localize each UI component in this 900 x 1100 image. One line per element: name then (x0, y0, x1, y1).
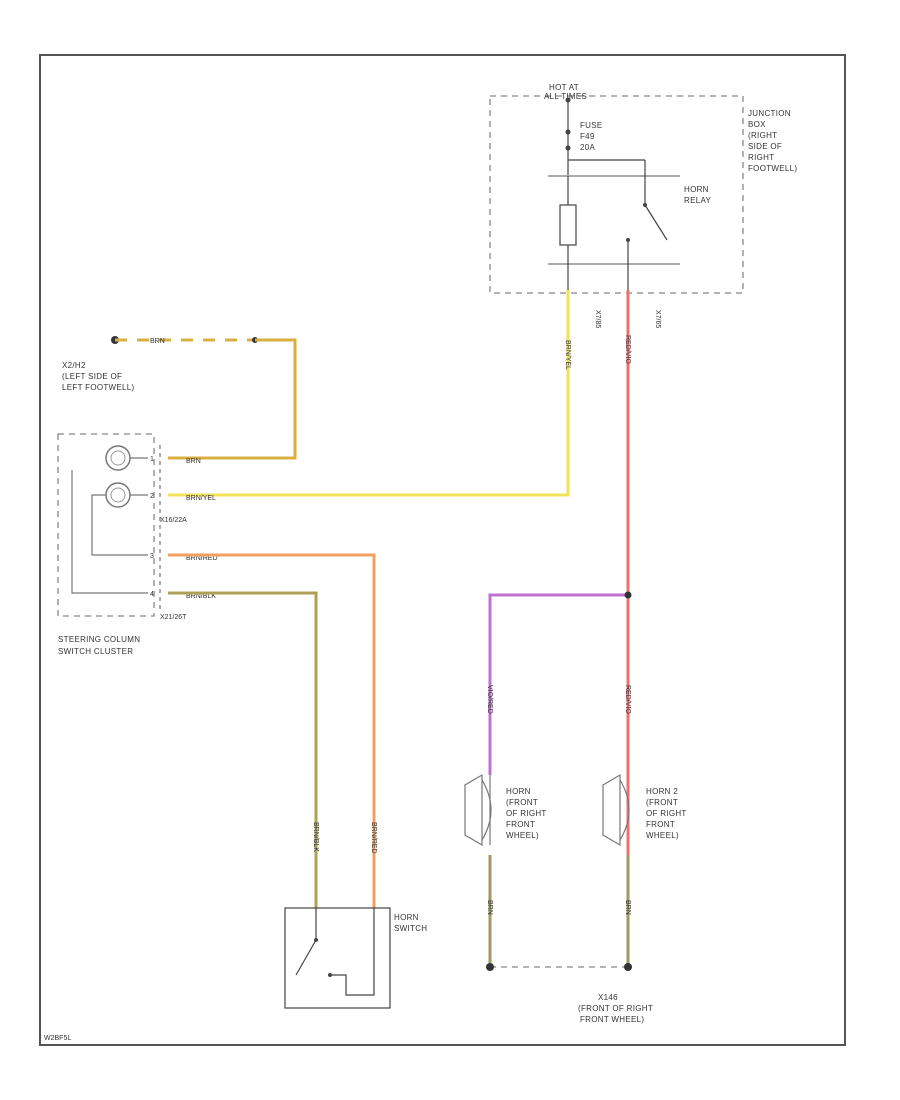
hot-at-all-times-label: HOT AT ALL TIMES (544, 83, 587, 101)
relay-yellow-wire: BRN/YEL (168, 290, 571, 497)
fuse-label: FUSE F49 20A (580, 121, 605, 152)
horn-2-icon (602, 773, 621, 847)
connector-upper-label: X16/22A (160, 517, 187, 524)
cluster-contact-1 (105, 445, 131, 471)
horn-1: HORN (FRONT OF RIGHT FRONT WHEEL) (464, 773, 549, 847)
horn-switch-wire-left-label: BRN/BLK (312, 822, 319, 852)
wire-violet-label: VIO/RED (486, 685, 493, 714)
wire-ground-1-label: BRN (486, 900, 493, 915)
horn-switch-wire-right-label: BRN/RED (370, 822, 377, 854)
ground-x2h2: BRN X2/H2 (LEFT SIDE OF LEFT FOOTWELL) (62, 336, 297, 460)
wire-brn-top-label: BRN (150, 338, 165, 345)
horn-1-label: HORN (FRONT OF RIGHT FRONT WHEEL) (506, 787, 549, 840)
steering-column-switch-cluster: 1 2 3 4 X16/22A X21/26T BRN BRN/YEL BRN/… (57, 433, 218, 656)
switch-cluster-outline (57, 433, 155, 617)
connector-lower-label: X21/26T (160, 614, 187, 621)
ground-point-horn-1 (486, 963, 494, 971)
cluster-wire-brn-red-label: BRN/RED (186, 555, 218, 562)
relay-pin-right-label: X7/65 (654, 310, 661, 328)
junction-box-label: JUNCTION BOX (RIGHT SIDE OF RIGHT FOOTWE… (748, 109, 797, 173)
relay-red-wire: RED/VIO (624, 290, 631, 965)
ground-point-horn-2 (624, 963, 632, 971)
horn-2-label: HORN 2 (FRONT OF RIGHT FRONT WHEEL) (646, 787, 689, 840)
pin-4-label: 4 (150, 591, 154, 598)
ground-right-label: X146 (FRONT OF RIGHT FRONT WHEEL) (578, 993, 655, 1024)
horn-switch-label: HORN SWITCH (394, 913, 427, 933)
relay-pin-left-label: X7/85 (594, 310, 601, 328)
wire-ground-2-label: BRN (624, 900, 631, 915)
horn-circuit: VIO/RED RED/VIO HORN (FRONT OF RIGHT FRO… (464, 591, 689, 971)
cluster-wire-brn-label: BRN (186, 458, 201, 465)
fuse-f49: FUSE F49 20A (565, 97, 605, 175)
wire-olive (168, 591, 318, 908)
diagram-frame (39, 54, 846, 1046)
junction-box-outline (489, 95, 744, 294)
pin-2-label: 2 (150, 493, 154, 500)
cluster-wire-brn-yel-label: BRN/YEL (186, 495, 216, 502)
horn-relay: HORN RELAY (548, 159, 712, 290)
wire-red-lower-label: RED/VIO (624, 685, 631, 714)
figure-code: W2BF5L (44, 1035, 71, 1042)
cluster-wire-brn-blk-label: BRN/BLK (186, 593, 216, 600)
wire-yellow (168, 290, 570, 497)
wire-yellow-label: BRN/YEL (564, 340, 571, 370)
horn-2: HORN 2 (FRONT OF RIGHT FRONT WHEEL) (602, 773, 689, 847)
horn-1-icon (464, 773, 483, 847)
switch-cluster-label: STEERING COLUMN SWITCH CLUSTER (58, 635, 143, 656)
cluster-contact-2 (105, 482, 131, 508)
pin-1-label: 1 (150, 456, 154, 463)
wire-orange (168, 553, 376, 908)
horn-switch: BRN/BLK BRN/RED HORN SWITCH (284, 822, 427, 1009)
relay-coil (559, 204, 577, 246)
junction-box: HOT AT ALL TIMES JUNCTION BOX (RIGHT SID… (489, 83, 797, 328)
horn-relay-label: HORN RELAY (684, 185, 712, 205)
wire-red-label: RED/VIO (624, 335, 631, 364)
splice-point (624, 591, 632, 599)
wire-violet (488, 593, 628, 775)
wire-brn (168, 338, 297, 460)
ground-left-label: X2/H2 (LEFT SIDE OF LEFT FOOTWELL) (62, 361, 135, 392)
pin-3-label: 3 (150, 553, 154, 560)
horn-switch-box (284, 907, 391, 1009)
